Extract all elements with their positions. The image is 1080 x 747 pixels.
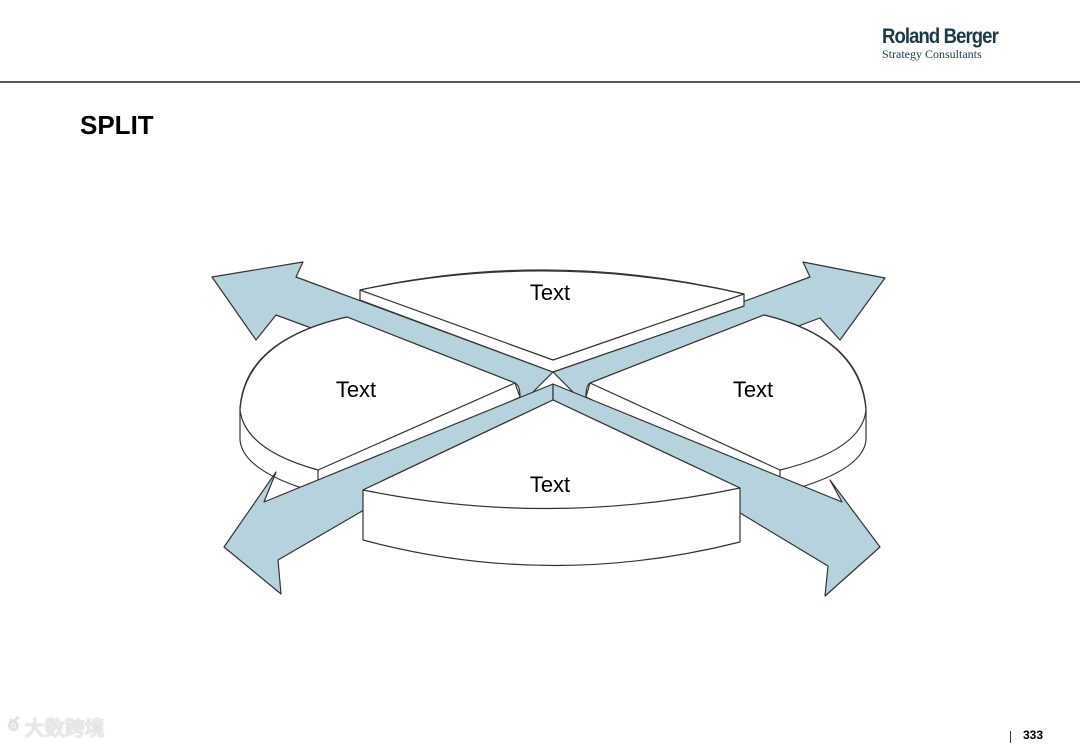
segment-top [359,269,745,373]
segment-bottom [362,399,741,567]
segment-right-label: Text [733,377,773,402]
header-divider [0,81,1080,83]
segment-right [585,314,867,494]
segment-left-label: Text [336,377,376,402]
watermark: ఠ 大数跨境 [8,712,105,741]
watermark-text: 大数跨境 [24,716,105,740]
page-number-divider [1010,731,1011,743]
logo-name: Roland Berger [882,25,999,48]
segment-left [239,316,521,494]
page-number: 333 [1023,728,1044,742]
segment-top-label: Text [530,280,570,305]
slide-title: SPLIT [80,110,154,140]
company-logo: Roland Berger Strategy Consultants [882,26,1014,60]
logo-tagline: Strategy Consultants [882,47,982,61]
segment-bottom-label: Text [530,472,570,497]
camera-logo-icon: ఠ [8,714,19,735]
